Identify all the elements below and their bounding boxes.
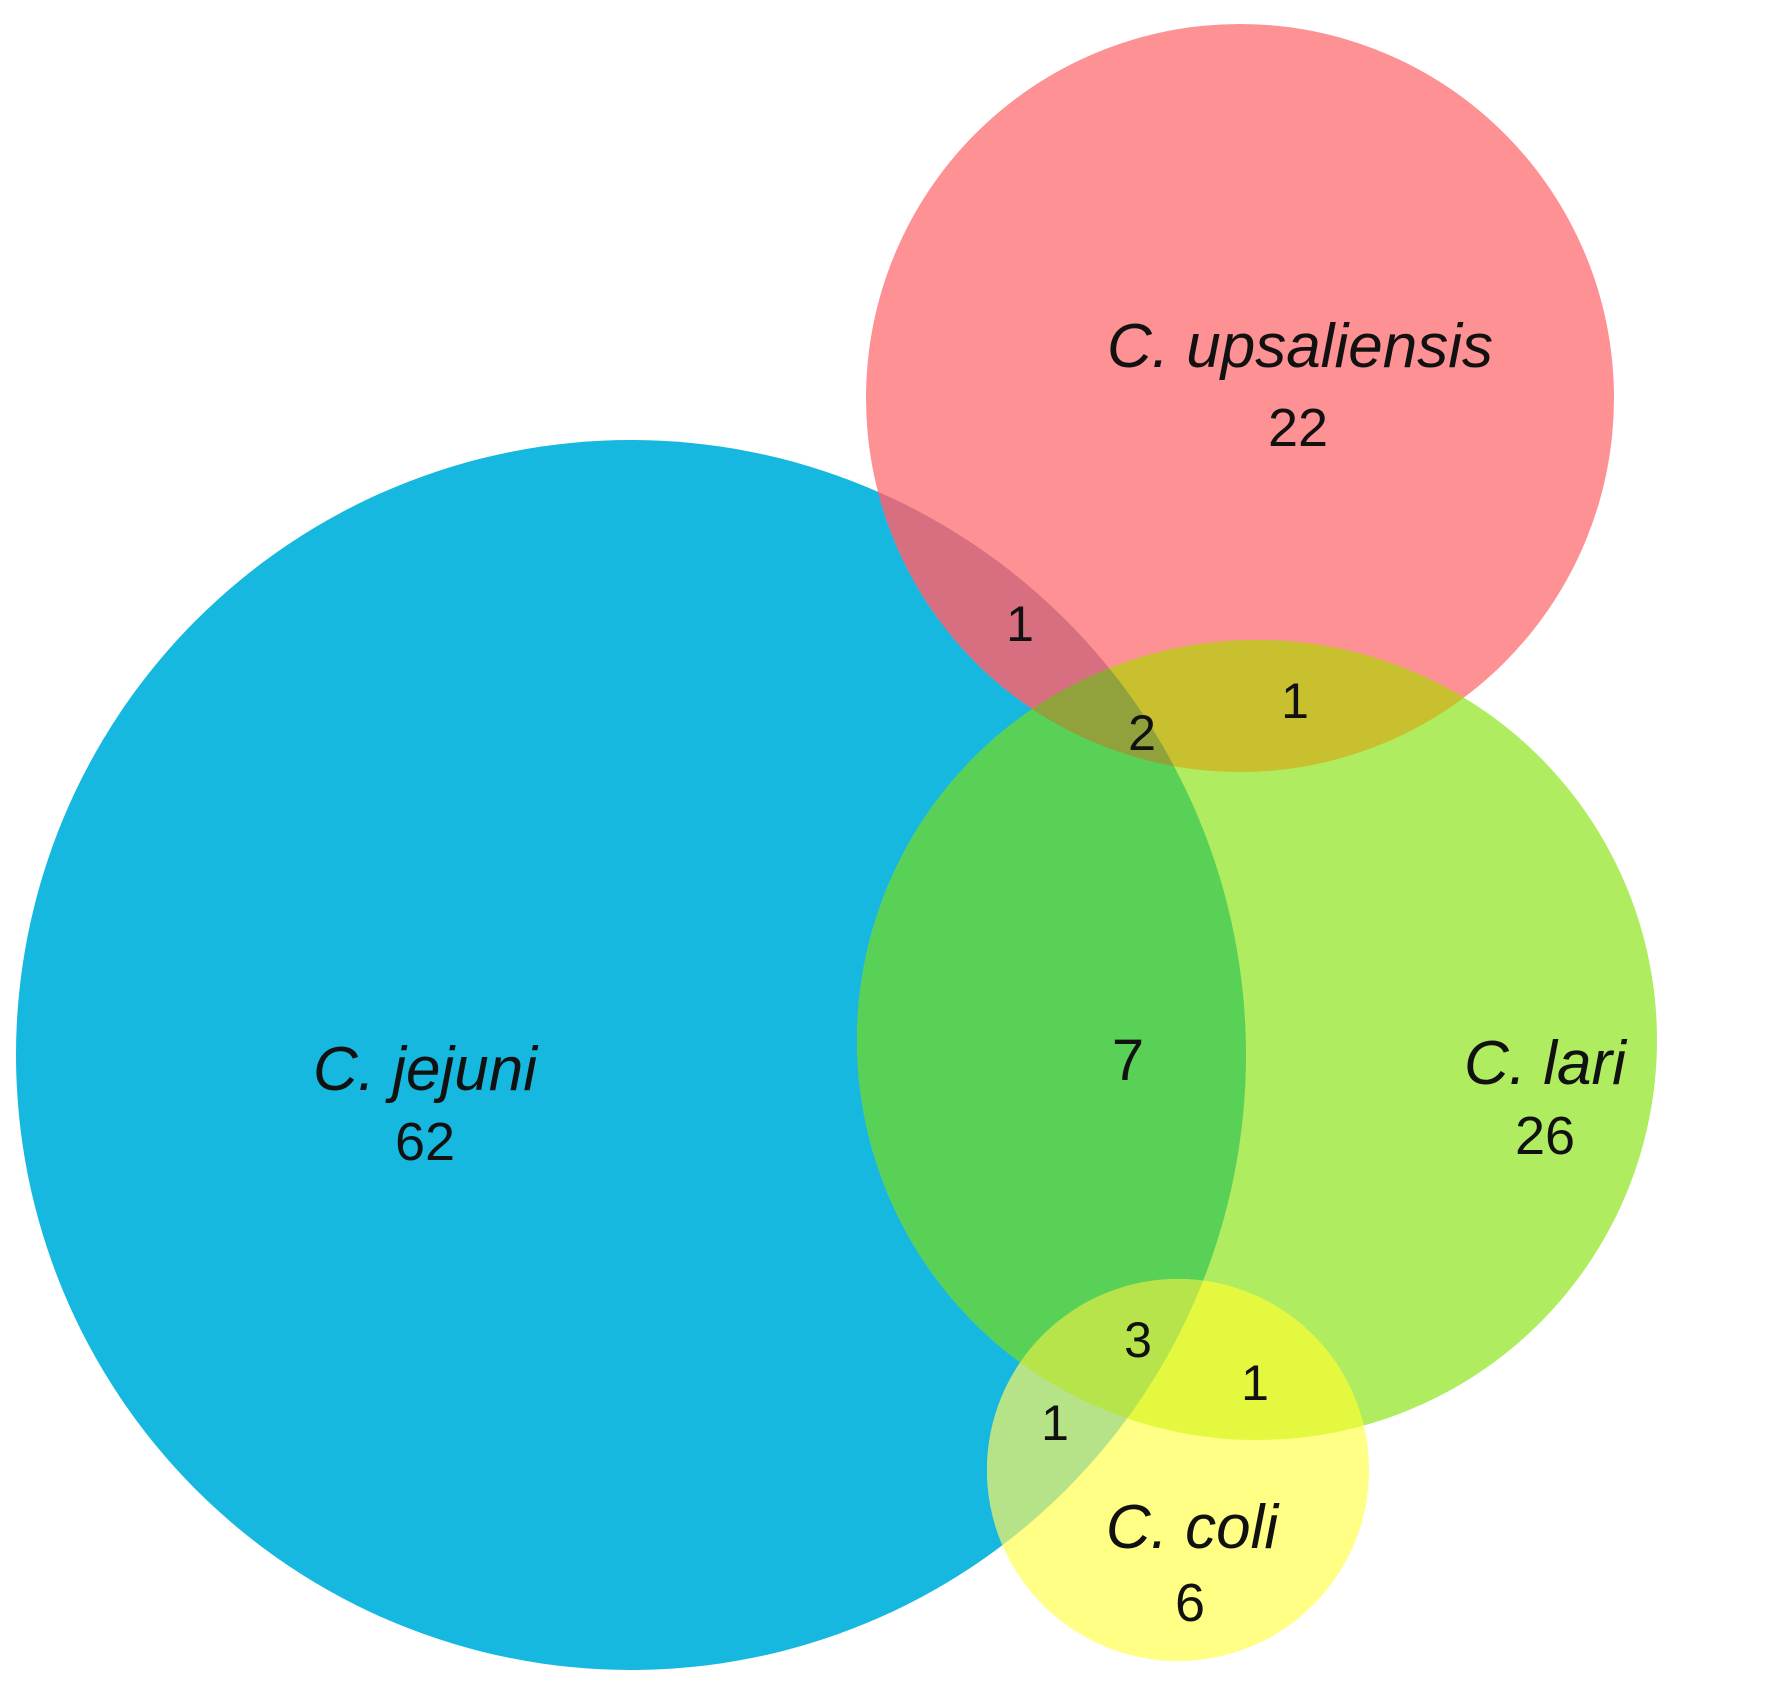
circle-upsaliensis [866, 24, 1614, 772]
overlap-jejuni-lari [857, 640, 1246, 1440]
count-lari: 26 [1515, 1106, 1575, 1166]
count-jejuni-lari-coli: 3 [1124, 1312, 1152, 1368]
count-coli: 6 [1175, 1573, 1205, 1633]
count-jejuni-upsaliensis: 1 [1006, 596, 1034, 652]
label-lari: C. lari [1464, 1029, 1628, 1098]
overlap-jejuni-lari-coli [987, 1279, 1246, 1440]
label-upsaliensis: C. upsaliensis [1107, 312, 1493, 381]
count-jejuni: 62 [395, 1112, 455, 1172]
circle-jejuni [16, 440, 1246, 1670]
count-upsaliensis: 22 [1268, 398, 1328, 458]
label-jejuni: C. jejuni [313, 1035, 539, 1104]
count-jejuni-coli: 1 [1041, 1395, 1069, 1451]
label-coli: C. coli [1106, 1493, 1280, 1562]
count-jejuni-lari: 7 [1112, 1028, 1144, 1093]
count-upsaliensis-lari: 1 [1281, 673, 1309, 729]
count-jejuni-upsaliensis-lari: 2 [1128, 705, 1156, 761]
count-lari-coli: 1 [1241, 1355, 1269, 1411]
